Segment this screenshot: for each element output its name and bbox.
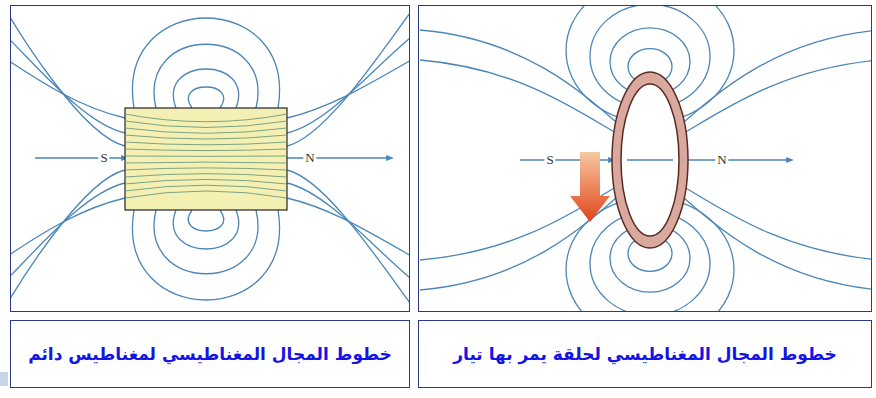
caption-text: خطوط المجال المغناطيسي لمغناطيس دائم — [28, 344, 392, 364]
bar-magnet — [125, 108, 287, 210]
caption-box: خطوط المجال المغناطيسي لمغناطيس دائم — [10, 320, 410, 388]
pole-label: N — [303, 151, 316, 165]
pole-label: N — [715, 153, 728, 167]
pole-label: S — [544, 153, 555, 167]
corner-mark — [0, 372, 8, 386]
caption-text: خطوط المجال المغناطيسي لحلقة يمر بها تيا… — [453, 344, 837, 364]
panel-frame — [11, 6, 410, 312]
panel-frame — [419, 6, 872, 312]
field-lines — [420, 6, 871, 311]
caption-box: خطوط المجال المغناطيسي لحلقة يمر بها تيا… — [418, 320, 872, 388]
field-lines — [11, 6, 409, 311]
pole-label: S — [98, 151, 109, 165]
current-loop — [612, 72, 688, 248]
current-arrow — [570, 152, 610, 222]
